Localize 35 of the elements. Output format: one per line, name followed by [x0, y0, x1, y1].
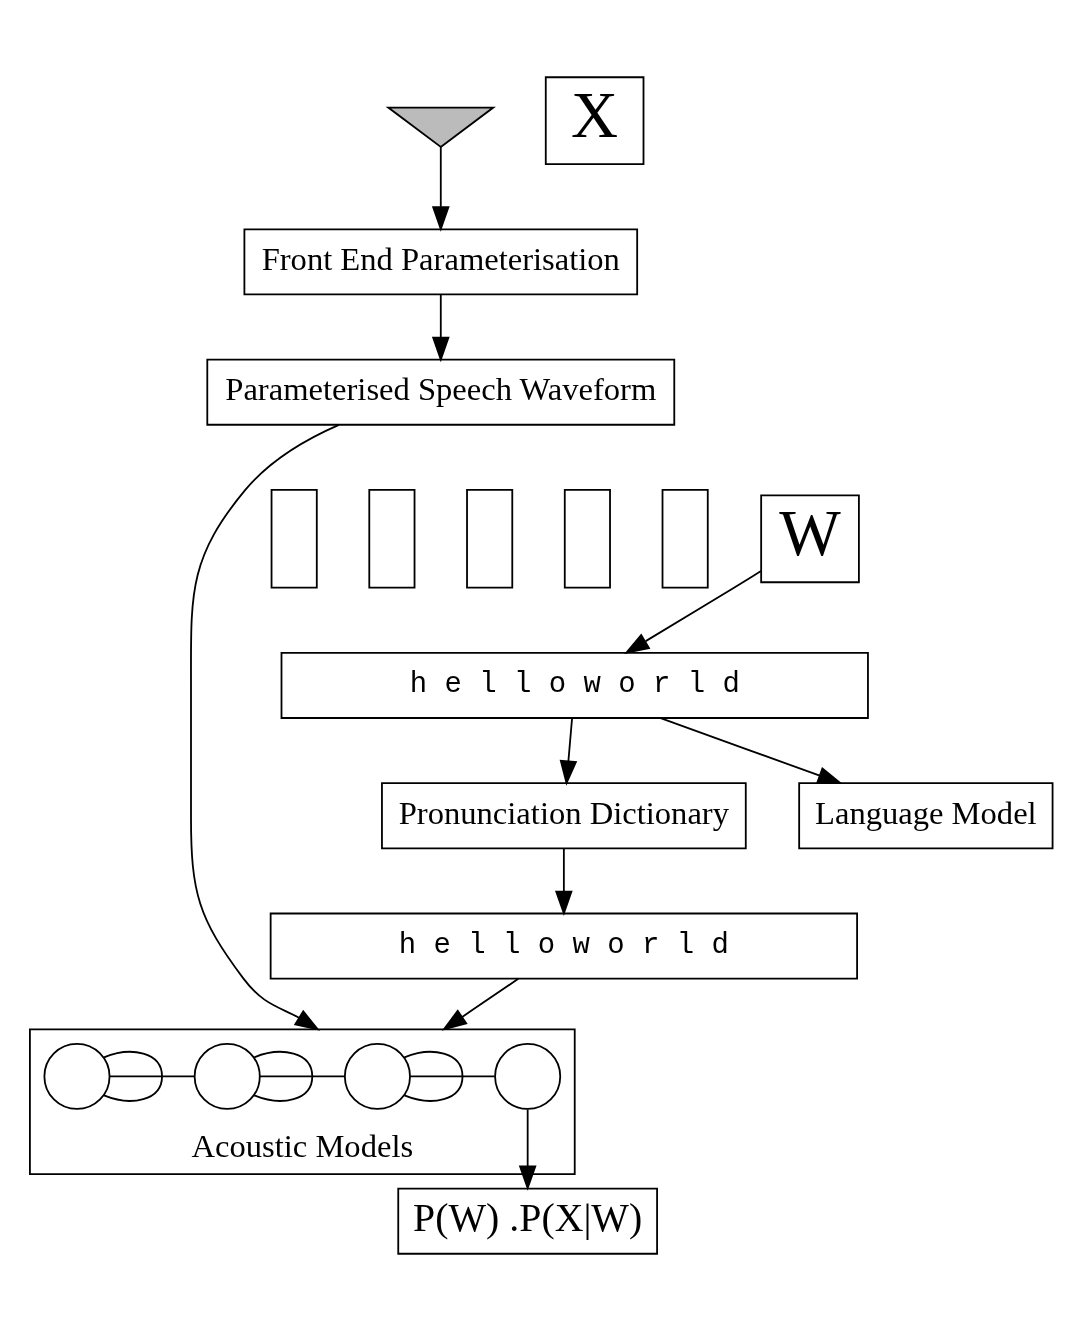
connector: [403, 1050, 464, 1102]
arrow: [431, 293, 450, 362]
connector: [103, 1050, 163, 1102]
connector: [253, 1050, 314, 1102]
arrow: [659, 716, 843, 784]
connector: [259, 1074, 346, 1077]
cluster: Acoustic Models: [29, 1027, 576, 1175]
arrow: [431, 145, 450, 232]
node-box: Front End Parameterisation: [243, 227, 639, 295]
node-box: P(W) .P(X|W): [397, 1187, 658, 1255]
node-circle: [343, 1042, 411, 1110]
arrow: [624, 569, 762, 654]
node-picture: [385, 106, 496, 148]
node-circle: [494, 1042, 562, 1110]
node-box: X: [544, 75, 645, 165]
node-box: Parameterised Speech Waveform: [206, 358, 676, 426]
node-box: [466, 488, 514, 589]
node-box: [368, 488, 416, 589]
arrow: [518, 1108, 537, 1191]
node-box: Language Model: [798, 781, 1054, 849]
connector: [108, 1074, 196, 1077]
node-box: [563, 488, 611, 589]
node-box: [270, 488, 318, 589]
connector: [409, 1074, 496, 1077]
node-box: h e l l o w o r l d: [269, 912, 858, 980]
node-box: [661, 488, 709, 589]
node-box: h e l l o w o r l d: [280, 651, 869, 719]
node-circle: [193, 1042, 261, 1110]
node-box: W: [760, 493, 860, 583]
arrow: [190, 423, 340, 1031]
arrow: [555, 847, 573, 916]
arrow: [441, 977, 520, 1031]
node-box: Pronunciation Dictionary: [381, 781, 747, 849]
arrow: [559, 717, 578, 786]
node-circle: [43, 1042, 111, 1110]
